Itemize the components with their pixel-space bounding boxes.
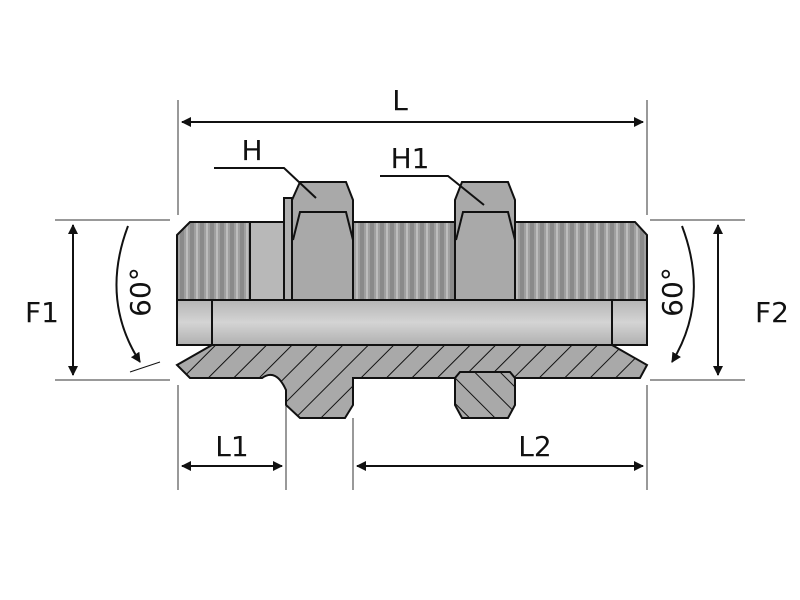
label-angle-left: 60° [124,267,157,317]
fitting-upper-half [176,197,648,301]
label-f2: F2 [755,296,789,329]
leader-h1 [380,175,485,206]
label-h: H [241,134,262,167]
bore [176,299,648,346]
label-h1: H1 [391,142,430,175]
leader-h [214,167,317,199]
hex-h1 [454,181,516,301]
extension-lines [55,100,745,490]
angle-arc-right [671,225,695,363]
fitting-section [175,344,649,419]
hex-h [291,181,354,301]
label-f1: F1 [25,296,59,329]
label-l: L [392,84,408,117]
label-l1: L1 [215,430,248,463]
label-l2: L2 [518,430,551,463]
label-angle-right: 60° [656,267,689,317]
angle-arc-left [115,225,141,363]
